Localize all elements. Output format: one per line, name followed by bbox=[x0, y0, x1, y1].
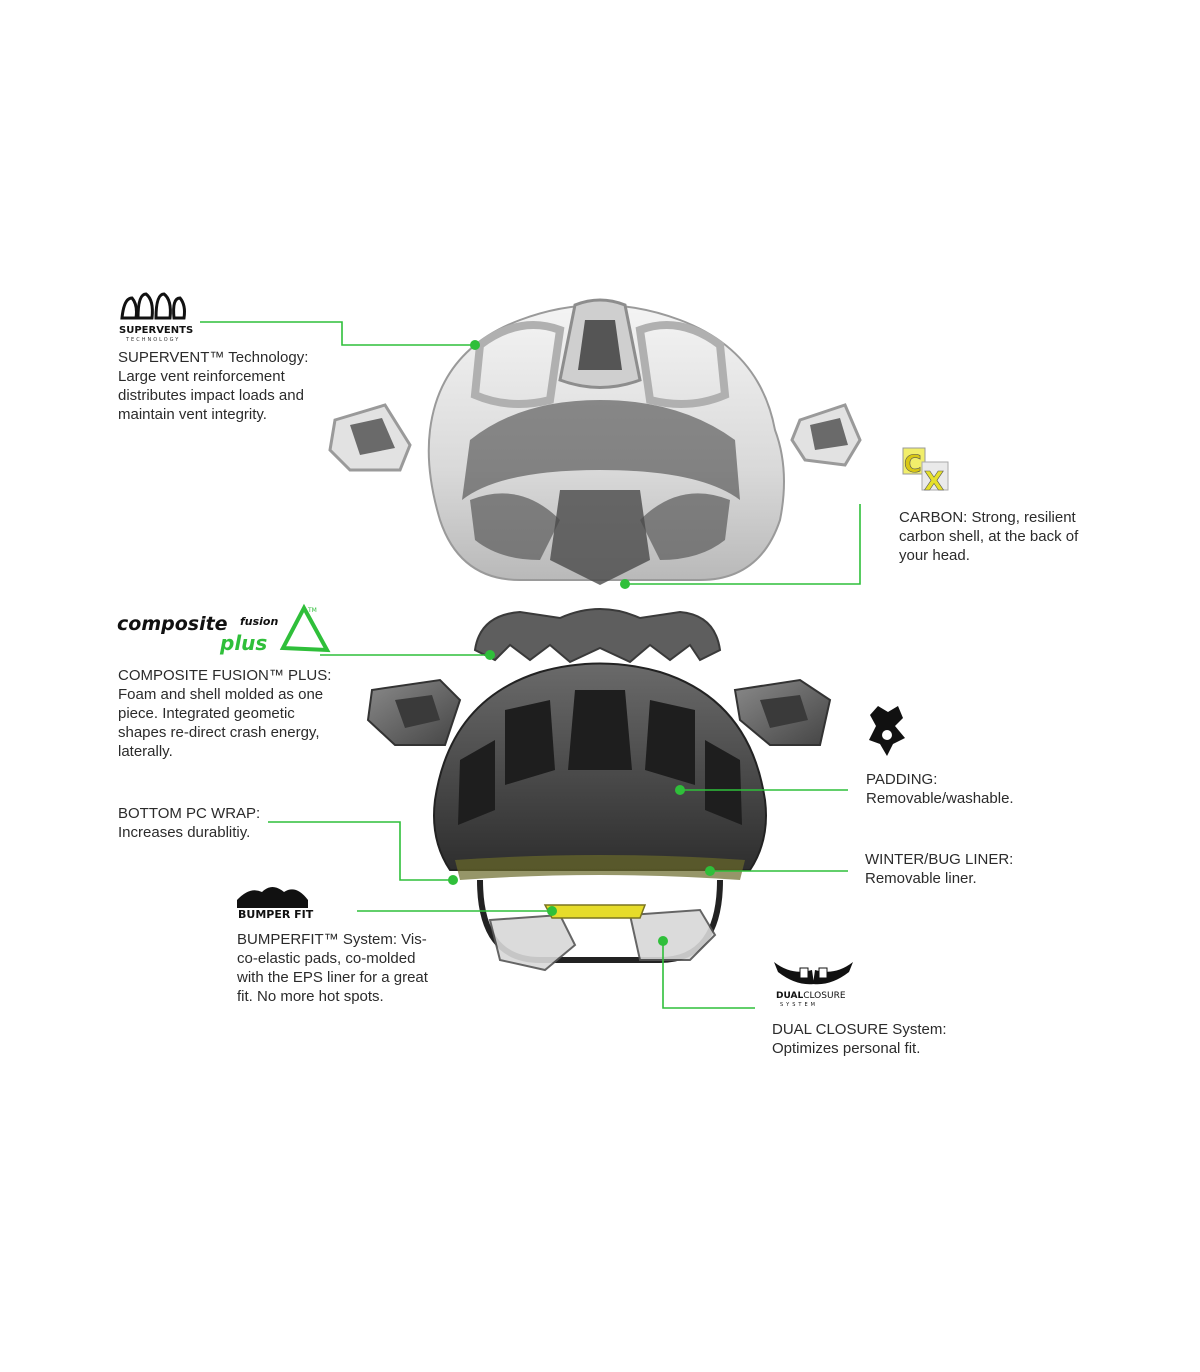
composite-fusion-plus-logo: composite fusion plus TM bbox=[117, 603, 331, 655]
callout-body: Large vent reinforcement distributes imp… bbox=[118, 368, 304, 423]
callout-padding: PADDING: Removable/washable. bbox=[866, 770, 1066, 808]
callout-title: COMPOSITE FUSION™ PLUS: bbox=[118, 667, 332, 684]
callout-title: SUPERVENT™ Technology: bbox=[118, 349, 309, 366]
callout-body: carbon shell, at the back of your head. bbox=[899, 528, 1079, 564]
callout-body: Increases durablitiy. bbox=[118, 824, 251, 841]
supervents-logo: SUPERVENTS TECHNOLOGY bbox=[119, 292, 193, 343]
callout-supervent: SUPERVENT™ Technology: Large vent reinfo… bbox=[118, 348, 333, 424]
callout-title: CARBON: Strong, resilient bbox=[899, 509, 1076, 526]
callout-title: BUMPERFIT™ System: Vis- bbox=[237, 931, 427, 948]
cx-carbon-logo: C X bbox=[902, 447, 949, 497]
vent-shapes-icon bbox=[120, 292, 186, 320]
svg-text:DUALCLOSURE: DUALCLOSURE bbox=[776, 991, 846, 1001]
dot-carbon bbox=[620, 579, 630, 589]
callout-title: PADDING: bbox=[866, 771, 938, 788]
side-vent-left bbox=[328, 403, 412, 472]
svg-text:BUMPER FIT: BUMPER FIT bbox=[238, 908, 314, 921]
foam-pad-left bbox=[366, 678, 462, 746]
side-vent-right bbox=[790, 403, 862, 467]
svg-text:SUPERVENTS: SUPERVENTS bbox=[119, 325, 193, 336]
svg-text:TECHNOLOGY: TECHNOLOGY bbox=[125, 337, 180, 343]
bumper-fit-logo: BUMPER FIT bbox=[237, 887, 314, 921]
supervent-shell bbox=[427, 298, 785, 585]
dot-dual-closure bbox=[658, 936, 668, 946]
leader-lines bbox=[200, 321, 861, 1009]
dot-bottom-wrap bbox=[448, 875, 458, 885]
leader-dots bbox=[448, 340, 715, 946]
svg-text:fusion: fusion bbox=[240, 615, 278, 628]
callout-carbon: CARBON: Strong, resilient carbon shell, … bbox=[899, 508, 1099, 565]
svg-text:C: C bbox=[904, 450, 922, 478]
svg-text:SYSTEM: SYSTEM bbox=[780, 1002, 818, 1008]
dual-closure-system bbox=[477, 879, 723, 972]
dot-bumperfit bbox=[547, 906, 557, 916]
callout-body: Optimizes personal fit. bbox=[772, 1040, 921, 1057]
composite-foam-top bbox=[473, 608, 722, 664]
svg-text:plus: plus bbox=[219, 631, 267, 655]
leader-supervent bbox=[200, 321, 475, 346]
leader-carbon bbox=[625, 504, 861, 585]
foam-pad-right bbox=[733, 678, 832, 746]
callout-winter-liner: WINTER/BUG LINER: Removable liner. bbox=[865, 850, 1065, 888]
svg-text:TM: TM bbox=[307, 607, 317, 614]
callout-body: Removable/washable. bbox=[866, 790, 1014, 807]
callout-body: Removable liner. bbox=[865, 870, 977, 887]
callout-title: WINTER/BUG LINER: bbox=[865, 851, 1014, 868]
callout-bottom-wrap: BOTTOM PC WRAP: Increases durablitiy. bbox=[118, 804, 318, 842]
dot-winter-liner bbox=[705, 866, 715, 876]
callout-body: co-elastic pads, co-molded with the EPS … bbox=[237, 950, 428, 1005]
svg-text:X: X bbox=[924, 467, 944, 497]
callout-bumperfit: BUMPERFIT™ System: Vis- co-elastic pads,… bbox=[237, 930, 442, 1006]
dot-padding bbox=[675, 785, 685, 795]
callout-body: Foam and shell molded as one piece. Inte… bbox=[118, 686, 324, 760]
triangle-icon bbox=[279, 603, 331, 653]
callout-title: BOTTOM PC WRAP: bbox=[118, 805, 261, 822]
callout-composite: COMPOSITE FUSION™ PLUS: Foam and shell m… bbox=[118, 666, 343, 761]
padding-logo bbox=[869, 706, 905, 756]
callout-dual-closure: DUAL CLOSURE System: Optimizes personal … bbox=[772, 1020, 972, 1058]
bumperfit-pad bbox=[543, 904, 647, 919]
leader-dual-closure bbox=[662, 941, 755, 1009]
leader-bottom-wrap bbox=[268, 821, 453, 881]
dot-composite bbox=[485, 650, 495, 660]
callout-title: DUAL CLOSURE System: bbox=[772, 1021, 947, 1038]
svg-text:composite: composite bbox=[117, 613, 228, 635]
dot-supervent bbox=[470, 340, 480, 350]
dual-closure-logo: DUALCLOSURE SYSTEM bbox=[774, 962, 853, 1008]
eps-liner bbox=[433, 662, 767, 880]
